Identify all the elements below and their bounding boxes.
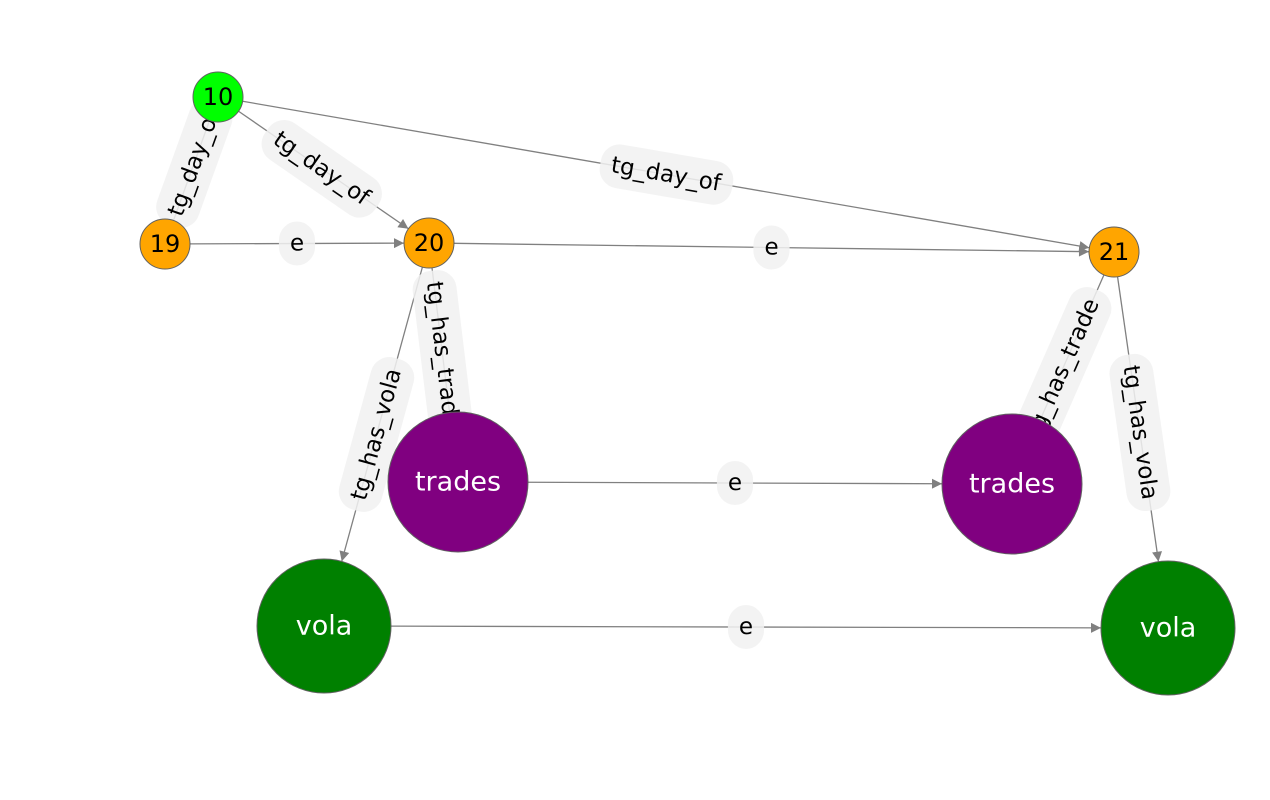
edge-label-group-evola: e <box>727 605 765 649</box>
edge-label-group-etrades: e <box>716 461 754 505</box>
node-n19[interactable]: 19 <box>139 218 191 270</box>
node-vola21[interactable]: vola <box>1100 560 1236 696</box>
edge-label-group-e19-20: e <box>278 221 316 266</box>
node-label-n19: 19 <box>150 230 181 258</box>
edge-label-bg-e10-20 <box>261 120 382 218</box>
node-label-n10: 10 <box>203 83 234 111</box>
node-n10[interactable]: 10 <box>192 71 244 123</box>
node-circle-n20[interactable] <box>403 217 455 269</box>
edge-label-etrades: e <box>728 470 742 496</box>
node-circle-n21[interactable] <box>1088 226 1140 278</box>
edge-label-bg-e21-vola <box>1109 353 1171 512</box>
node-label-trades21: trades <box>969 469 1055 500</box>
nodes-layer: 10 19 20 21 trades trades vola vola <box>139 71 1236 696</box>
edge-label-bg-e20-21 <box>753 225 790 270</box>
node-trades21[interactable]: trades <box>941 413 1083 555</box>
node-circle-trades21[interactable] <box>941 413 1083 555</box>
edge-label-bg-e10-21 <box>599 144 734 205</box>
edge-label-bg-e19-20 <box>278 221 316 266</box>
edge-label-bg-etrades <box>716 461 754 505</box>
node-label-trades20: trades <box>415 467 501 498</box>
node-label-n20: 20 <box>414 229 445 257</box>
node-circle-trades20[interactable] <box>387 411 529 553</box>
node-n21[interactable]: 21 <box>1088 226 1140 278</box>
node-label-vola21: vola <box>1140 613 1197 644</box>
node-trades20[interactable]: trades <box>387 411 529 553</box>
edge-label-group-e10-21: tg_day_of <box>599 144 734 205</box>
edge-label-group-e21-vola: tg_has_vola <box>1109 353 1171 512</box>
node-circle-vola21[interactable] <box>1100 560 1236 696</box>
edge-label-group-e10-20: tg_day_of <box>261 120 382 218</box>
node-n20[interactable]: 20 <box>403 217 455 269</box>
node-label-n21: 21 <box>1099 238 1130 266</box>
node-circle-n10[interactable] <box>192 71 244 123</box>
node-circle-n19[interactable] <box>139 218 191 270</box>
node-circle-vola20[interactable] <box>256 558 392 694</box>
node-vola20[interactable]: vola <box>256 558 392 694</box>
edge-label-group-e20-21: e <box>753 225 790 270</box>
edge-label-bg-e20-vola <box>338 357 415 512</box>
node-label-vola20: vola <box>296 611 353 642</box>
edge-label-evola: e <box>739 614 753 640</box>
edge-label-e20-21: e <box>764 234 778 260</box>
edge-label-e19-20: e <box>290 230 304 256</box>
edge-label-bg-evola <box>727 605 765 649</box>
